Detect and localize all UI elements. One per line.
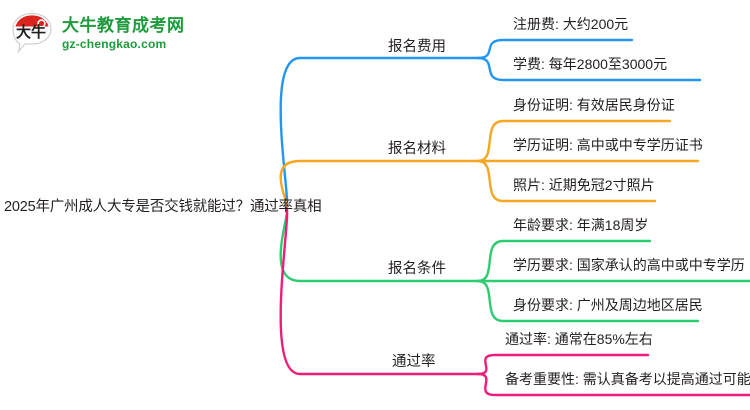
root-node-label[interactable]: 2025年广州成人大专是否交钱就能过？通过率真相: [4, 199, 322, 215]
leaf-node-label-1-0[interactable]: 身份证明: 有效居民身份证: [513, 97, 675, 113]
leaf-node-label-2-1[interactable]: 学历要求: 国家承认的高中或中专学历: [513, 257, 745, 273]
leaf-node-label-3-0[interactable]: 通过率: 通常在85%左右: [505, 331, 653, 347]
branch-node-label-1[interactable]: 报名材料: [388, 141, 446, 157]
leaf-link-3-0: [476, 353, 650, 376]
branch-link-1: [279, 159, 480, 210]
leaf-node-label-0-0[interactable]: 注册费: 大约200元: [513, 16, 629, 32]
leaf-link-1-0: [476, 119, 672, 163]
branch-link-0: [279, 56, 480, 210]
branch-node-label-0[interactable]: 报名费用: [388, 39, 446, 55]
svg-text:大牛: 大牛: [16, 23, 46, 41]
logo-text-block: 大牛教育成考网 gz-chengkao.com: [62, 17, 185, 50]
branch-node-label-3[interactable]: 通过率: [392, 354, 436, 370]
leaf-link-0-1: [476, 56, 702, 82]
site-logo[interactable]: 大牛 大牛教育成考网 gz-chengkao.com: [8, 6, 198, 62]
leaf-node-label-0-1[interactable]: 学费: 每年2800至3000元: [513, 56, 668, 72]
leaf-link-1-2: [476, 159, 657, 203]
leaf-link-2-2: [476, 279, 700, 323]
leaf-link-2-0: [476, 239, 652, 283]
branch-node-label-2[interactable]: 报名条件: [388, 261, 446, 277]
leaf-link-3-1: [476, 372, 750, 397]
leaf-node-label-1-2[interactable]: 照片: 近期免冠2寸照片: [513, 177, 655, 193]
leaf-node-label-2-2[interactable]: 身份要求: 广州及周边地区居民: [513, 297, 703, 313]
branch-link-2: [279, 206, 480, 283]
logo-title: 大牛教育成考网: [62, 16, 185, 36]
branch-link-3: [279, 206, 480, 376]
leaf-node-label-2-0[interactable]: 年龄要求: 年满18周岁: [513, 217, 649, 233]
leaf-node-label-1-1[interactable]: 学历证明: 高中或中专学历证书: [513, 137, 703, 153]
logo-url: gz-chengkao.com: [62, 37, 167, 52]
daniu-speech-bubble-logo-icon: 大牛: [8, 10, 56, 58]
leaf-link-0-0: [476, 38, 634, 60]
leaf-node-label-3-1[interactable]: 备考重要性: 需认真备考以提高通过可能性: [505, 371, 750, 387]
